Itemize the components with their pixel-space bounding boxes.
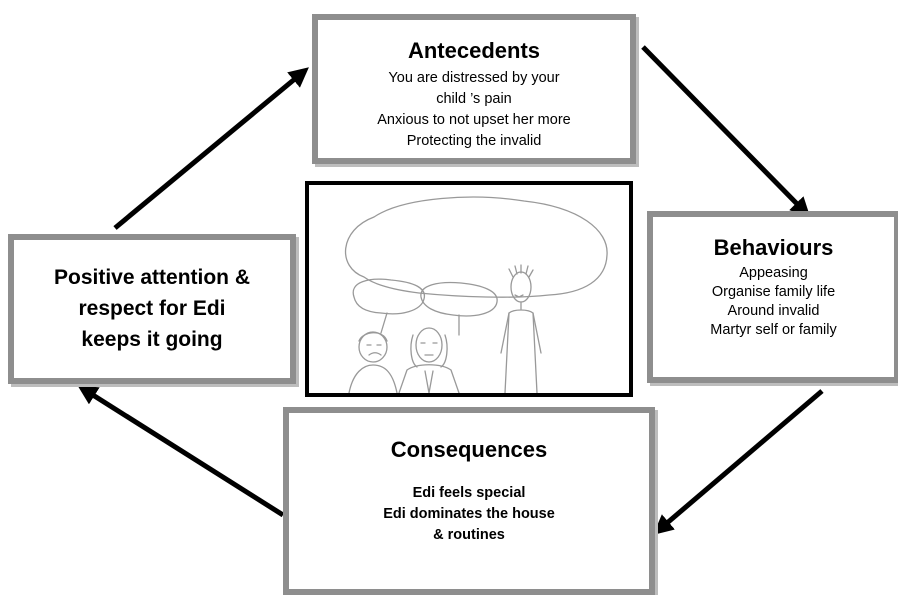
small-bubble-1 <box>352 278 426 315</box>
arrow-positive-to-antecedents <box>113 67 309 230</box>
consequences-line-2: Edi dominates the house <box>383 506 555 522</box>
positive-attention-box: Positive attention & respect for Edi kee… <box>8 234 296 384</box>
behaviours-line-2: Organise family life <box>711 284 836 300</box>
distressed-father-figure <box>398 327 460 394</box>
arrow-consequences-to-positive <box>77 385 285 518</box>
behaviours-title: Behaviours <box>713 235 834 260</box>
antecedents-line-1: You are distressed by your <box>388 70 560 86</box>
behaviours-line-1: Appeasing <box>739 265 808 281</box>
arrow-antecedents-to-behaviours <box>641 45 811 218</box>
positive-line-1: Positive attention & <box>53 266 251 289</box>
antecedents-box: Antecedents You are distressed by your c… <box>312 14 636 164</box>
sketch-drawing <box>344 196 608 394</box>
positive-line-2: respect for Edi <box>78 297 226 320</box>
small-bubble-2 <box>420 281 498 317</box>
antecedents-line-4: Protecting the invalid <box>406 133 542 149</box>
consequences-line-3: & routines <box>433 527 505 543</box>
behaviours-line-3: Around invalid <box>727 303 820 319</box>
antecedents-title: Antecedents <box>407 38 541 63</box>
standing-girl-figure <box>500 264 542 394</box>
consequences-title: Consequences <box>390 437 548 462</box>
antecedents-line-2: child ’s pain <box>436 91 512 107</box>
consequences-line-1: Edi feels special <box>412 485 526 501</box>
arrow-behaviours-to-consequences <box>653 389 824 535</box>
worried-boy-figure <box>348 331 398 394</box>
behaviours-box: Behaviours Appeasing Organise family lif… <box>647 211 898 383</box>
large-speech-bubble <box>344 196 608 298</box>
consequences-box: Consequences Edi feels special Edi domin… <box>283 407 655 595</box>
family-sketch-illustration <box>305 181 633 397</box>
behaviours-line-4: Martyr self or family <box>710 322 837 338</box>
positive-line-3: keeps it going <box>81 328 223 351</box>
antecedents-line-3: Anxious to not upset her more <box>377 112 571 128</box>
